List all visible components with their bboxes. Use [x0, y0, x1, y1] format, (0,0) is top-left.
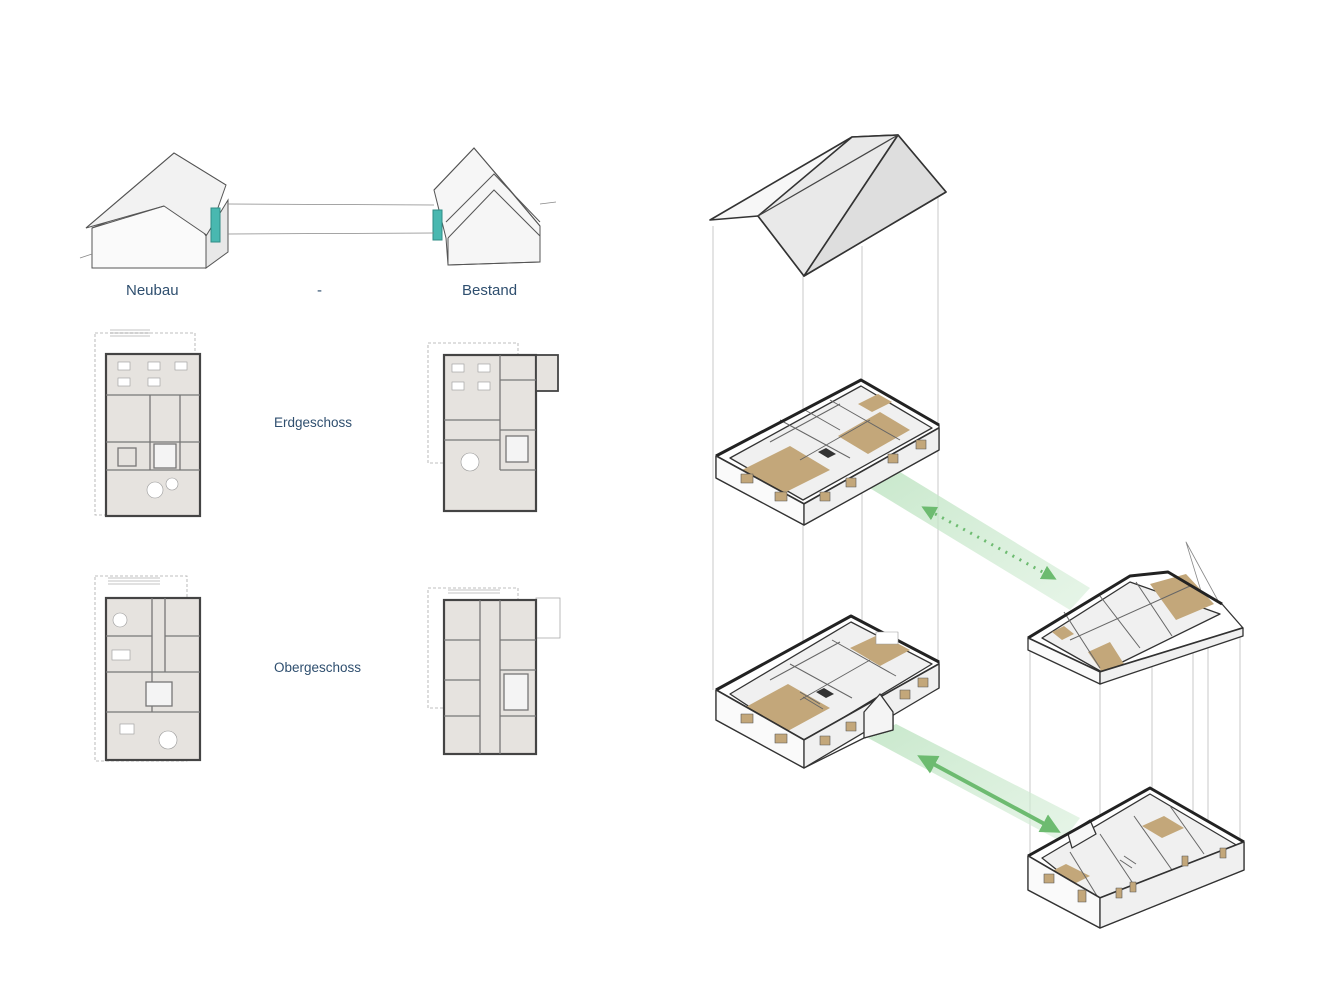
connector-door-icon [432, 209, 443, 241]
connection-band-lower [868, 724, 1080, 842]
link-corridor [79, 201, 557, 259]
house-neubau-sketch [85, 152, 229, 269]
floorplan-neubau-obergeschoss [94, 575, 202, 762]
label-neubau: Neubau [126, 282, 179, 299]
axo-roof [709, 134, 947, 277]
label-separator: - [317, 282, 322, 299]
floorplan-bestand-obergeschoss [427, 587, 561, 756]
axo-bestand-ground-floor [1027, 786, 1245, 929]
connector-door-icon [210, 207, 221, 243]
label-bestand: Bestand [462, 282, 518, 299]
axo-neubau-ground-floor [715, 614, 940, 769]
connection-band-upper [868, 472, 1090, 610]
house-bestand-sketch [432, 147, 541, 266]
floorplan-neubau-erdgeschoss [94, 329, 202, 518]
axo-neubau-upper-floor [715, 378, 940, 526]
floorplan-bestand-erdgeschoss [427, 342, 559, 513]
axo-bestand-upper-floor [1027, 541, 1244, 685]
label-erdgeschoss: Erdgeschoss [274, 415, 353, 430]
label-obergeschoss: Obergeschoss [274, 660, 362, 675]
